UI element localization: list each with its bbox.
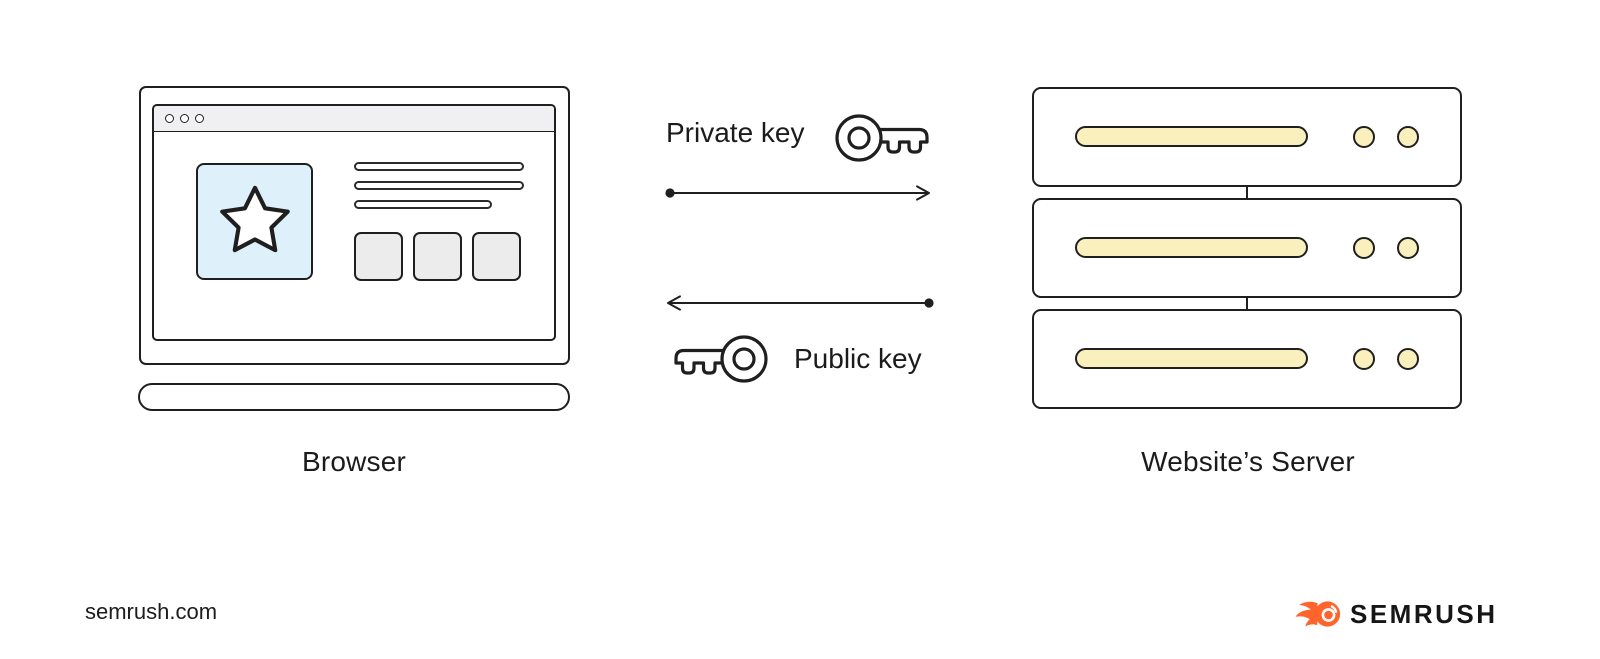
rack-indicator-light <box>1397 348 1419 370</box>
public-key-icon <box>672 333 768 389</box>
arrow-browser-to-server <box>660 183 940 208</box>
rack-indicator-light <box>1353 348 1375 370</box>
site-url: semrush.com <box>85 599 218 624</box>
server-rack <box>1032 87 1462 187</box>
rack-indicator-light <box>1353 237 1375 259</box>
browser-window <box>152 104 556 341</box>
window-control-dot <box>165 114 174 123</box>
rack-indicator-light <box>1397 237 1419 259</box>
button-placeholder <box>472 232 521 281</box>
server-illustration <box>1032 87 1462 409</box>
laptop-base <box>138 383 570 411</box>
semrush-flame-icon <box>1295 600 1341 628</box>
browser-titlebar <box>154 106 554 132</box>
rack-indicator-light <box>1397 126 1419 148</box>
public-key-label: Public key <box>794 343 922 374</box>
private-key-label: Private key <box>666 117 805 148</box>
rack-indicator-light <box>1353 126 1375 148</box>
button-placeholder <box>354 232 403 281</box>
window-control-dot <box>180 114 189 123</box>
star-icon <box>214 178 296 265</box>
private-key-icon <box>835 112 931 168</box>
rack-panel-bar <box>1075 237 1308 258</box>
brand-logo: SEMRUSH <box>1295 600 1498 628</box>
brand-wordmark: SEMRUSH <box>1350 599 1498 629</box>
window-control-dot <box>195 114 204 123</box>
button-placeholder <box>413 232 462 281</box>
server-rack <box>1032 198 1462 298</box>
rack-connector <box>1246 298 1248 309</box>
text-line-placeholder <box>354 181 524 190</box>
server-rack <box>1032 309 1462 409</box>
text-line-placeholder <box>354 200 492 209</box>
rack-panel-bar <box>1075 126 1308 147</box>
server-label: Website’s Server <box>1141 446 1355 477</box>
arrow-server-to-browser <box>655 293 940 318</box>
rack-connector <box>1246 187 1248 198</box>
image-placeholder <box>196 163 313 280</box>
text-line-placeholder <box>354 162 524 171</box>
rack-panel-bar <box>1075 348 1308 369</box>
browser-label: Browser <box>301 446 407 477</box>
button-placeholder-row <box>354 232 521 281</box>
